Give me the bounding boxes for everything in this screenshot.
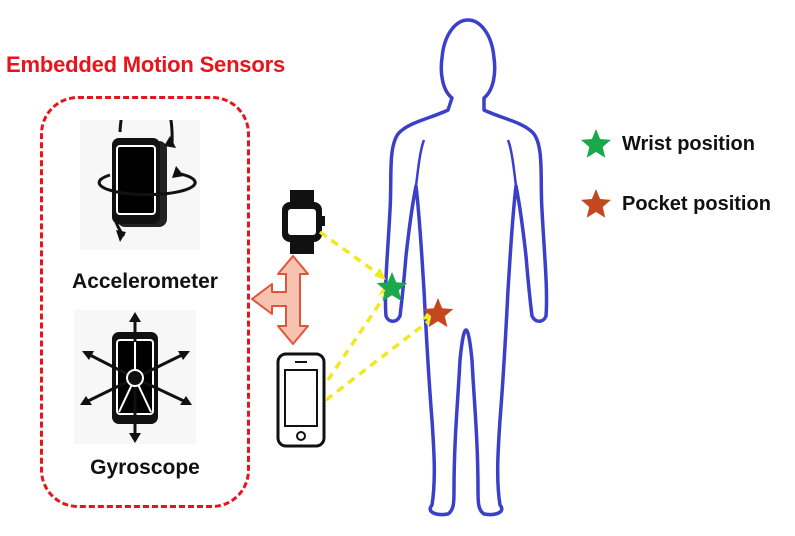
accelerometer-label: Accelerometer [72, 270, 218, 293]
human-body-outline [383, 18, 549, 517]
diagram-title: Embedded Motion Sensors [6, 52, 285, 77]
legend-label-pocket: Pocket position [622, 192, 771, 215]
smartphone-icon [276, 352, 326, 448]
gyroscope-phone-axes-icon [80, 312, 192, 443]
pocket-star-marker [422, 298, 454, 328]
legend-item-wrist: Wrist position [580, 128, 755, 160]
red-star-icon [581, 189, 611, 218]
bidirectional-arrow [251, 255, 309, 345]
wrist-star-marker [376, 272, 408, 302]
gyroscope-card [74, 310, 196, 444]
sensor-group-box [40, 96, 250, 508]
connector-lines [318, 230, 432, 402]
legend-label-wrist: Wrist position [622, 132, 755, 155]
accelerometer-card [80, 120, 200, 250]
green-star-icon [581, 129, 611, 158]
gyroscope-label: Gyroscope [90, 456, 200, 479]
smartwatch-icon [282, 190, 325, 254]
human-body-panel [358, 10, 566, 530]
legend-item-pocket: Pocket position [580, 188, 771, 220]
accelerometer-rotating-phone-icon [97, 120, 197, 242]
